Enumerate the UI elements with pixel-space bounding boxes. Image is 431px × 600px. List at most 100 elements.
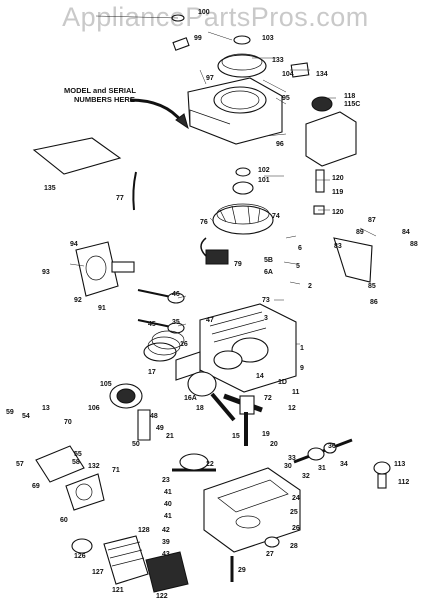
carburetor [75,241,135,297]
part-label-113: 113 [394,461,405,468]
part-label-96: 96 [276,141,284,148]
breather-tube [132,171,137,211]
model-serial-callout: MODEL and SERIAL NUMBERS HERE [64,86,174,104]
part-label-128: 128 [138,527,150,534]
part-label-22: 22 [206,461,214,468]
part-label-88: 88 [410,241,418,248]
primer-assembly [35,445,105,511]
part-label-50: 50 [132,441,140,448]
part-label-71: 71 [112,467,120,474]
part-label-95: 95 [282,95,290,102]
part-label-101: 101 [258,177,270,184]
part-label-12: 12 [288,405,296,412]
part-label-105: 105 [100,381,112,388]
drain-plug [264,536,280,548]
part-label-49: 49 [156,425,164,432]
part-label-3: 3 [264,315,268,322]
part-label-54: 54 [22,413,30,420]
part-label-5: 5 [296,263,300,270]
part-label-13: 13 [42,405,50,412]
part-label-94: 94 [70,241,78,248]
part-label-119: 119 [332,189,343,196]
part-label-15: 15 [232,433,240,440]
part-label-120-lower: 120 [332,209,344,216]
part-label-2: 2 [308,283,312,290]
part-label-21: 21 [166,433,174,440]
fuel-tank [305,96,357,215]
air-filter-element [71,535,189,593]
part-label-85: 85 [368,283,376,290]
part-label-17: 17 [148,369,156,376]
callout-line-2: NUMBERS HERE [74,95,135,104]
part-label-48: 48 [150,413,158,420]
part-label-16a: 16A [184,395,197,402]
part-label-14: 14 [256,373,264,380]
part-label-70: 70 [64,419,72,426]
part-label-121: 121 [112,587,124,594]
part-label-135: 135 [44,185,56,192]
part-label-122: 122 [156,593,168,600]
part-label-41-lower: 41 [164,513,172,520]
part-label-83: 83 [334,243,342,250]
part-label-118: 118 [344,93,355,100]
part-label-84: 84 [402,229,410,236]
part-label-91: 91 [98,305,106,312]
part-label-11: 11 [292,389,300,396]
cylinder-block [175,303,297,393]
part-label-41-upper: 41 [164,489,172,496]
connecting-rod [210,392,236,422]
crankshaft [223,393,263,446]
part-label-1: 1 [300,345,304,352]
part-label-36: 36 [328,443,336,450]
part-label-79: 79 [234,261,242,268]
part-label-133: 133 [272,57,284,64]
part-label-18: 18 [196,405,204,412]
part-label-28: 28 [290,543,298,550]
part-label-58: 58 [72,459,80,466]
part-label-115c: 115C [344,101,360,108]
callout-arrow [129,98,184,123]
part-label-76: 76 [200,219,208,226]
part-label-40: 40 [164,501,172,508]
part-label-31: 31 [318,465,326,472]
piston-rings [143,330,185,362]
part-label-126: 126 [74,553,86,560]
part-label-42: 42 [162,527,170,534]
part-label-20: 20 [270,441,278,448]
part-label-55: 55 [74,451,82,458]
part-label-25: 25 [290,509,298,516]
part-label-86: 86 [370,299,378,306]
part-label-6a: 6A [264,269,273,276]
part-label-23: 23 [162,477,170,484]
governor-bracket [137,409,151,441]
part-label-73: 73 [262,297,270,304]
part-label-30: 30 [284,463,292,470]
part-label-99: 99 [194,35,202,42]
part-label-43: 43 [162,551,170,558]
part-label-16: 16 [180,341,188,348]
part-label-29: 29 [238,567,246,574]
ignition-module [205,249,229,265]
rewind-starter [171,14,267,78]
part-label-59: 59 [6,409,14,416]
part-label-100: 100 [198,9,210,16]
part-label-1d: 1D [278,379,287,386]
part-label-47: 47 [206,317,214,324]
watermark-text: AppliancePartsPros.com [62,2,369,32]
part-label-112: 112 [398,479,409,486]
part-label-33: 33 [288,455,296,462]
part-label-127: 127 [92,569,104,576]
part-label-46: 46 [172,291,180,298]
piston [187,371,217,397]
part-label-39: 39 [162,539,170,546]
part-label-26: 26 [292,525,300,532]
part-label-106: 106 [88,405,100,412]
dust-cover-plate [32,137,122,175]
part-label-134: 134 [316,71,328,78]
part-label-74: 74 [272,213,280,220]
part-label-120-upper: 120 [332,175,344,182]
part-label-93: 93 [42,269,50,276]
part-label-27: 27 [266,551,274,558]
